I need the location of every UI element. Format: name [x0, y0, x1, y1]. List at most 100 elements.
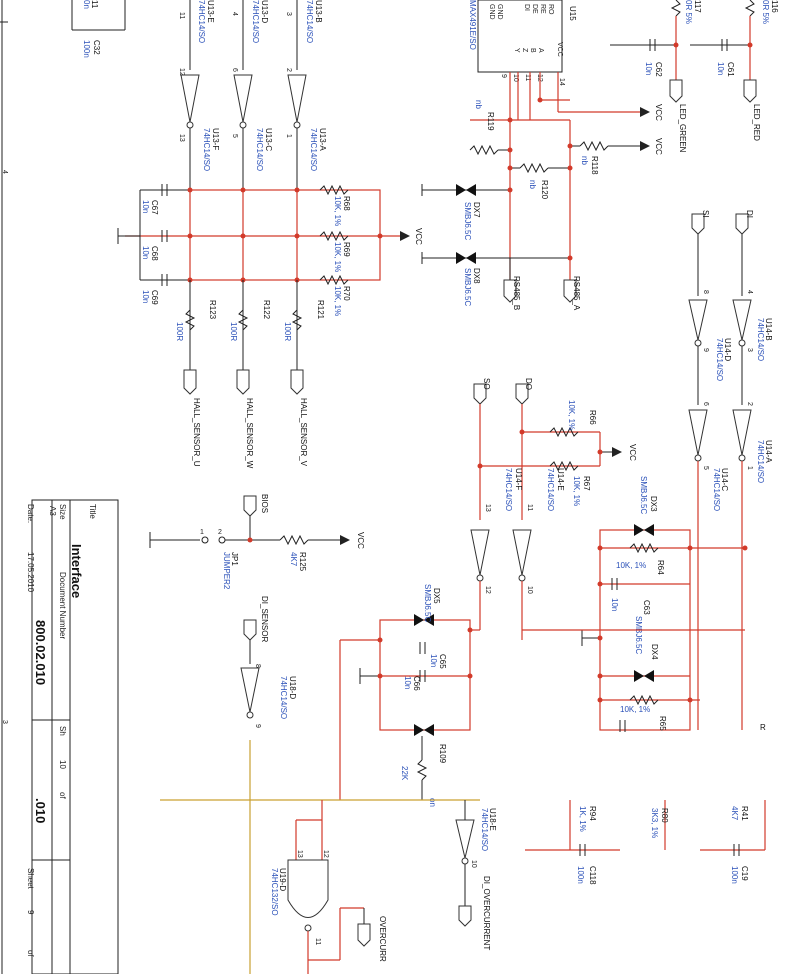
r66-value: 10K, 1%	[567, 400, 576, 430]
jp-pin-1: 1	[200, 529, 204, 536]
title-block-frame	[31, 499, 119, 975]
di-sensor-port	[243, 619, 257, 641]
u18-e-buffer	[455, 819, 475, 859]
r123-label: R123	[208, 300, 217, 320]
u14-si-di-group: SI DI 8 4 9 3 U14-B 74HC14/SO U14-D 74HC…	[688, 210, 773, 730]
resistor-r123	[184, 309, 196, 331]
c61-value: 10n	[716, 62, 725, 75]
r64-value: 10K, 1%	[616, 561, 646, 570]
pin-number: 13	[178, 134, 185, 142]
c66-label: C66	[412, 676, 421, 691]
frag-on: on	[428, 798, 437, 807]
junction	[467, 673, 473, 679]
pin-number: 1	[746, 466, 753, 470]
r118-label: R118	[590, 156, 599, 175]
pin-number: 11	[526, 504, 533, 511]
resistor-r69	[319, 230, 349, 242]
u15-pin-di: DI	[523, 4, 530, 11]
u13-b-label: U13-B	[314, 0, 323, 23]
di-label: DI	[745, 210, 754, 218]
pin-number: 6	[231, 68, 238, 72]
junction	[537, 97, 543, 103]
u14-e-buffer	[512, 529, 532, 576]
c66-value: 10n	[403, 676, 412, 689]
sh-label: Sh	[58, 726, 67, 736]
pin-number: 11	[178, 12, 185, 19]
junction	[597, 449, 603, 455]
resistor-r67	[549, 460, 579, 472]
resistor-r64	[629, 542, 659, 554]
junction	[742, 545, 748, 551]
u18-d-part: 74HC14/SO	[279, 676, 288, 719]
dx3-part: SMBJ6.5C	[639, 476, 648, 514]
jp-pin-2: 2	[218, 529, 222, 536]
rs485-transceiver: U15 MAX491E/SO RO RE DE DI GND GND A B Z…	[421, 0, 663, 311]
junction	[247, 537, 253, 543]
vcc-label: VCC	[356, 532, 365, 549]
u18-e-label: U18-E	[488, 808, 497, 831]
size-value: A3	[48, 506, 57, 516]
r65-value: 10K, 1%	[620, 705, 650, 714]
u18-d-buffer	[240, 667, 260, 713]
docnum-value: 800.02.010	[33, 620, 48, 685]
u13-buffer-group: C32 100n 11 0n U13-E 74HC14/SO U13-F 74H…	[71, 0, 327, 190]
c63-value: 10n	[610, 598, 619, 611]
r119-label: R119	[486, 112, 495, 131]
dx4-label: DX4	[650, 644, 659, 660]
bottom-right-group: U18-E 74HC14/SO 10 DI_OVERCURRENT R94 1K…	[455, 800, 766, 950]
inverter-bubble	[476, 574, 484, 582]
pin-number: 5	[231, 134, 238, 138]
r123-value: 100R	[175, 322, 184, 341]
resistor-r125	[279, 534, 309, 546]
u14-a-buffer	[732, 409, 752, 456]
resistor-r65	[629, 694, 659, 706]
u13-b-part: 74HC14/SO	[305, 0, 314, 43]
resistor-r66	[549, 426, 579, 438]
vcc-label: VCC	[414, 228, 423, 245]
dx5-label: DX5	[432, 588, 441, 604]
dx5-part: SMBJ6.5C	[423, 584, 432, 622]
u15-pin-de: DE	[531, 4, 538, 14]
cap-fragment: 11	[90, 0, 99, 9]
u14-c-buffer	[688, 409, 708, 456]
resistor-r116	[744, 0, 755, 17]
bios-jumper: BIOS 1 2 JP1 JUMPER2 R125 4K7 VCC	[149, 494, 365, 590]
date-value: 17.05.2010	[26, 552, 35, 593]
u14-e-part: 74HC14/SO	[546, 468, 555, 511]
docnum-label: Document Number	[58, 572, 67, 639]
u14-d-label: U14-D	[723, 338, 732, 361]
c68-label: C68	[150, 246, 159, 261]
title-value: Interface	[69, 544, 84, 598]
r69-label: R69	[342, 242, 351, 257]
r120-value: nb	[528, 180, 537, 189]
r122-value: 100R	[229, 322, 238, 341]
resistor-r119	[469, 144, 499, 156]
u14-f-part: 74HC14/SO	[504, 468, 513, 511]
dx8-part: SMBJ6.5C	[463, 268, 472, 306]
vcc-arrow	[340, 535, 350, 545]
pin-number: 8	[254, 664, 261, 668]
c63-part: SMBJ6.5C	[634, 616, 643, 654]
si-label: SI	[701, 210, 710, 218]
size-label: Size	[58, 504, 67, 520]
r41-label: R41	[740, 806, 749, 821]
u14-b-part: 74HC14/SO	[756, 318, 765, 361]
inverter-bubble	[518, 574, 526, 582]
resistor-r68	[319, 184, 349, 196]
c62-label: C62	[654, 62, 663, 77]
rs485-b-port	[503, 279, 517, 303]
pin-number: 9	[254, 724, 261, 728]
r69-value: 10K, 1%	[333, 242, 342, 272]
resistor-r109	[416, 759, 428, 781]
of-label: of	[26, 950, 35, 957]
resistor-r120	[519, 162, 549, 174]
jumper-pin	[218, 536, 226, 544]
u15-label: U15	[568, 6, 577, 21]
led-red-port	[743, 79, 757, 103]
c19-value: 100n	[730, 866, 739, 884]
pin-number: 8	[702, 290, 709, 294]
r122-label: R122	[262, 300, 271, 320]
diode-dx7	[456, 184, 476, 196]
u14-a-part: 74HC14/SO	[756, 440, 765, 483]
u19-d-part: 74HC132/SO	[270, 868, 279, 916]
